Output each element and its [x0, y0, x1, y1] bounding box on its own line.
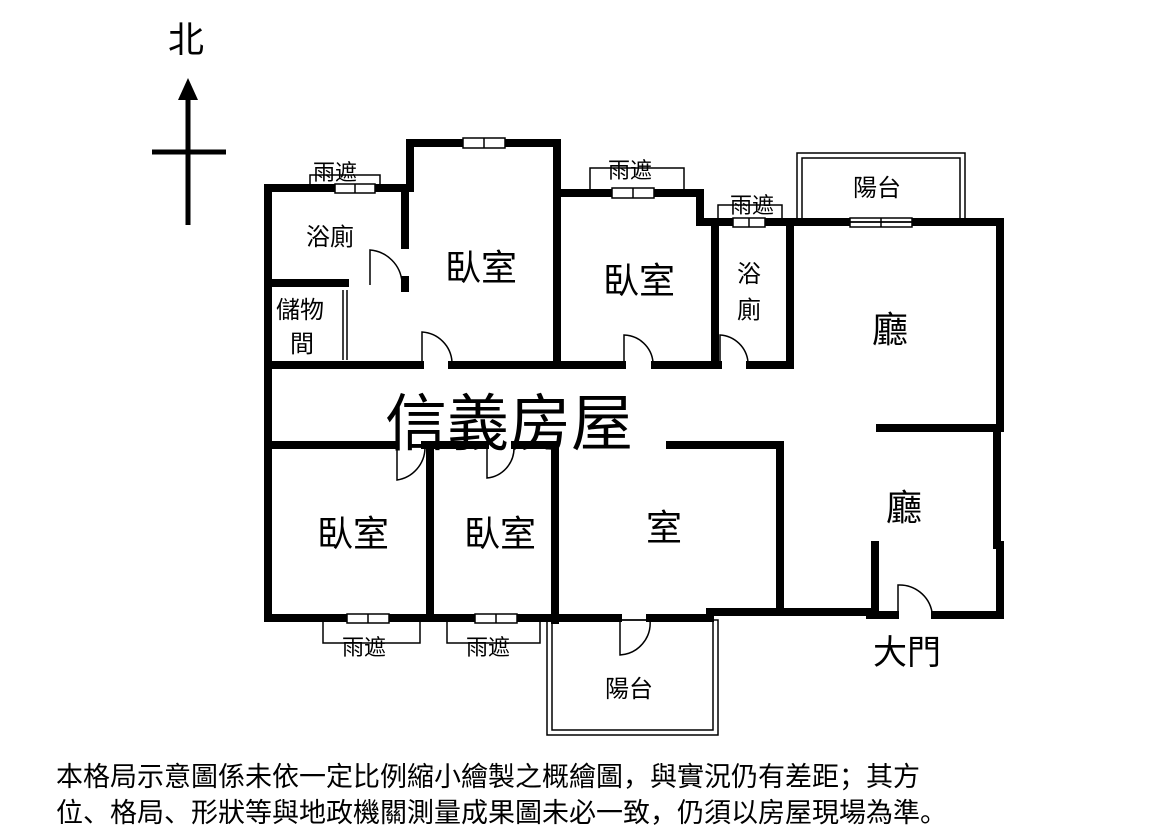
awning-outlines [309, 167, 783, 644]
room-label-balcony: 陽台 [853, 174, 901, 202]
windows [334, 137, 913, 624]
door-icon [369, 249, 403, 285]
room-label-bedroom: 臥室 [317, 514, 389, 555]
door-icon [719, 334, 749, 365]
disclaimer-note: 本格局示意圖係未依一定比例縮小繪製之概繪圖，與實況仍有差距；其方 位、格局、形狀… [56, 760, 1136, 832]
room-label-living: 廳 [872, 310, 908, 351]
balconies [546, 152, 966, 736]
disclaimer-line: 位、格局、形狀等與地政機關測量成果圖未必一致，仍須以房屋現場為準。 [56, 798, 947, 829]
room-label-bath: 浴廁 [306, 223, 354, 251]
disclaimer-line: 本格局示意圖係未依一定比例縮小繪製之概繪圖，與實況仍有差距；其方 [56, 762, 920, 793]
door-icon [623, 334, 654, 365]
north-label: 北 [168, 20, 204, 61]
door-icon [396, 445, 426, 481]
room-label-bedroom: 臥室 [445, 248, 517, 289]
door-icon [486, 445, 515, 479]
sliding-door [342, 290, 348, 360]
door-icon [421, 331, 453, 365]
north-arrow-icon [152, 78, 226, 225]
door-icon [897, 584, 933, 615]
room-label-storage: 儲物 [276, 296, 324, 324]
door-arcs [369, 249, 933, 656]
door-icon [619, 618, 651, 656]
awning-label: 雨遮 [466, 636, 510, 661]
room-label-bath: 浴 [737, 260, 761, 288]
walls [264, 139, 1004, 624]
room-label-bedroom: 臥室 [603, 261, 675, 302]
awning-label: 雨遮 [730, 194, 774, 219]
awning-label: 雨遮 [608, 159, 652, 184]
awning-label: 雨遮 [342, 636, 386, 661]
room-label-balcony: 陽台 [605, 675, 653, 703]
room-label-bath: 廁 [737, 296, 761, 324]
watermark: 信義房屋 [385, 387, 633, 460]
entrance-label: 大門 [873, 633, 941, 673]
room-label-storage: 間 [290, 330, 314, 358]
room-label-living: 廳 [886, 488, 922, 529]
room-label-room: 室 [646, 508, 682, 549]
awning-label: 雨遮 [313, 161, 357, 186]
room-label-bedroom: 臥室 [464, 514, 536, 555]
